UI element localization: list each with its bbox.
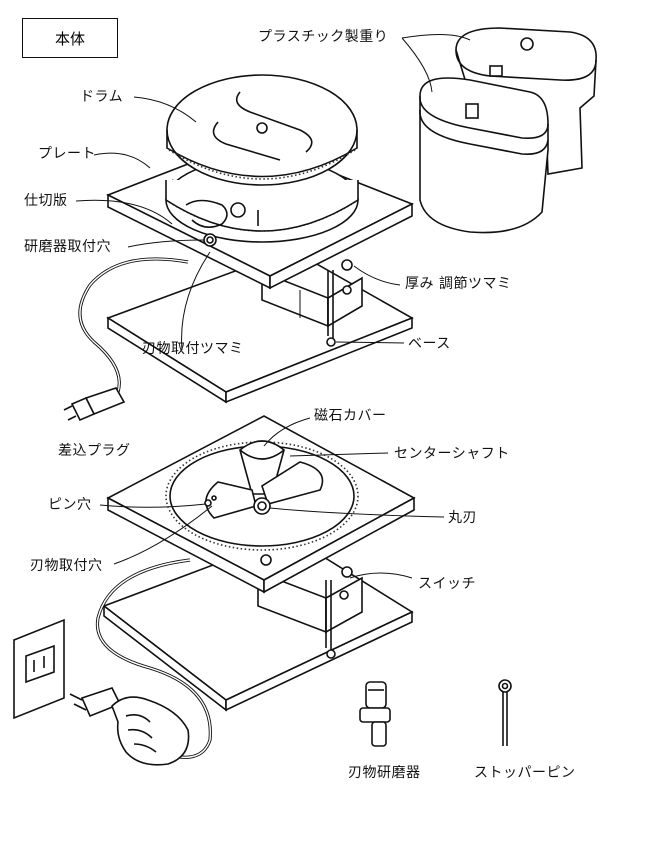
lower-plug <box>69 687 122 718</box>
lower-round-blade <box>165 440 359 566</box>
lower-cord <box>95 558 212 759</box>
label-pin-hole: ピン穴 <box>48 497 92 513</box>
title-box: 本体 <box>22 18 118 58</box>
plastic-weight-front <box>419 77 549 234</box>
lower-motor-housing <box>257 566 363 659</box>
label-base: ベース <box>408 336 451 352</box>
leader-lines <box>75 33 471 579</box>
label-plug: 差込プラグ <box>58 443 131 459</box>
label-plate: プレート <box>38 146 96 162</box>
label-switch: スイッチ <box>418 576 476 592</box>
blade-sharpener <box>359 681 391 747</box>
label-blade-knob: 刃物取付ツマミ <box>142 341 244 357</box>
label-stopper-pin: ストッパーピン <box>474 765 576 781</box>
label-round-blade: 丸刃 <box>448 510 477 526</box>
upper-plug <box>63 387 126 422</box>
upper-base-plate <box>106 249 414 404</box>
stopper-pin <box>498 679 512 746</box>
label-magnet-cover: 磁石カバー <box>314 408 387 424</box>
label-center-shaft: センターシャフト <box>394 446 510 462</box>
label-partition: 仕切版 <box>24 193 68 209</box>
label-plastic-weight: プラスチック製重り <box>258 29 389 45</box>
upper-drum-assembly <box>165 74 359 247</box>
upper-motor-housing <box>261 259 363 347</box>
label-blade-sharpener: 刃物研磨器 <box>348 765 421 781</box>
wall-outlet <box>13 618 65 720</box>
label-sharpener-hole: 研磨器取付穴 <box>24 239 111 255</box>
label-drum: ドラム <box>80 89 124 105</box>
lower-base-plate <box>102 535 414 712</box>
upper-cord <box>78 257 189 406</box>
label-thickness-knob: 厚み 調節ツマミ <box>405 276 512 292</box>
label-blade-hole: 刃物取付穴 <box>30 558 103 574</box>
hand <box>111 696 190 766</box>
